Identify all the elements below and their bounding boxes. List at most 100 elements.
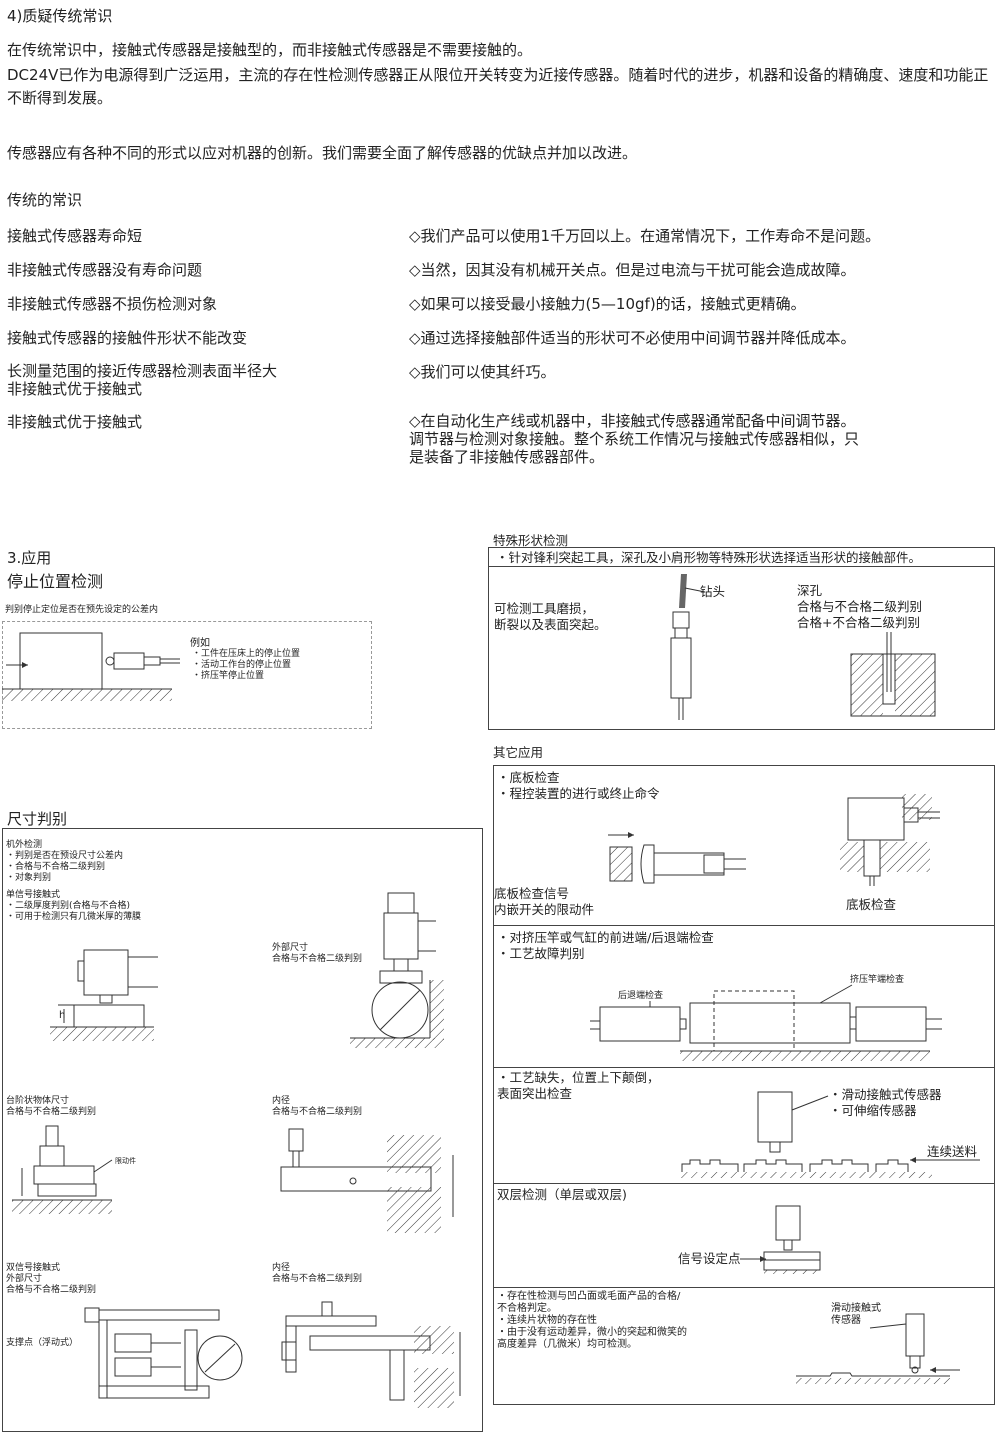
example-item: ・工件在压床上的停止位置: [192, 649, 301, 659]
push-end-label: 挤压竿端检查: [850, 975, 905, 985]
deep-hole-label: 深孔: [797, 583, 823, 598]
size-block2: 单信号接触式: [6, 890, 61, 900]
presence-bullet: ・存在性检测与凹凸面或毛面产品的合格/: [497, 1291, 681, 1302]
other-panel: [493, 765, 995, 1405]
row-left: 非接触式优于接触式: [7, 413, 143, 431]
row-left: 接触式传感器的接触件形状不能改变: [7, 329, 248, 347]
size-block1: 机外检测: [6, 840, 43, 850]
row-right: ◇如果可以接受最小接触力(5—10gf)的话，接触式更精确。: [409, 295, 806, 313]
step-object-diagram: [12, 1122, 122, 1214]
step-label: 台阶状物体尺寸: [6, 1096, 70, 1106]
special-panel: [488, 547, 995, 730]
back-end-label: 后退端检查: [618, 991, 664, 1001]
inner1-label: 内径: [272, 1096, 291, 1106]
inner-diameter-diagram-2: [282, 1296, 472, 1408]
special-bullet: ・针对锋利突起工具，深孔及小肩形物等特殊形状选择适当形状的接触部件。: [496, 550, 922, 565]
row-right: ◇我们可以使其纤巧。: [409, 363, 556, 381]
dual-label: 合格与不合格二级判别: [6, 1285, 97, 1295]
size-block1: ・对象判别: [6, 873, 52, 883]
size-block2: ・可用于检测只有几微米厚的薄膜: [6, 912, 142, 922]
section-3-title: 3.应用: [7, 549, 52, 567]
sliding-sensor-diagram: [796, 1300, 990, 1384]
example-item: ・挤压竿停止位置: [192, 671, 265, 681]
row-left: 长测量范围的接近传感器检测表面半径大 非接触式优于接触式: [7, 362, 278, 398]
row-right: ◇我们产品可以使用1千万回以上。在通常情况下，工作寿命不是问题。: [409, 227, 881, 245]
section-4-title: 4)质疑传统常识: [7, 7, 113, 25]
other-divider: [493, 1183, 995, 1184]
row-right: ◇通过选择接触部件适当的形状可不必使用中间调节器并降低成本。: [409, 329, 856, 347]
special-left-text: 断裂以及表面突起。: [494, 617, 607, 632]
size-block1: ・判别是否在预设尺寸公差内: [6, 851, 124, 861]
size-block1: ・合格与不合格二级判别: [6, 862, 106, 872]
board-check-left-diagram: [600, 832, 760, 895]
sliding-sensor-label: 传感器: [831, 1315, 861, 1326]
special-title: 特殊形状检测: [493, 533, 569, 548]
presence-bullet: ・由于没有运动差异，微小的突起和微笑的: [497, 1327, 687, 1338]
dual-signal-diagram: [85, 1300, 255, 1410]
inner2-label: 合格与不合格二级判别: [272, 1274, 363, 1284]
size-block2: ・二级厚度判别(合格与不合格): [6, 901, 131, 911]
board-check-bullet: ・程控装置的进行或终止命令: [497, 786, 660, 801]
paragraph-3: 传感器应有各种不同的形式以应对机器的创新。我们需要全面了解传感器的优缺点并加以改…: [7, 144, 638, 162]
other-divider: [493, 925, 995, 926]
special-divider: [488, 566, 995, 567]
inner-diameter-diagram-1: [275, 1125, 465, 1233]
paragraph-2: DC24V已作为电源得到广泛运用，主流的存在性检测传感器正从限位开关转变为近接传…: [7, 66, 989, 107]
board-check-right-label: 底板检查: [846, 897, 897, 912]
drill-label: 钻头: [700, 584, 726, 599]
board-check-right-diagram: [840, 794, 960, 890]
double-layer-diagram: [740, 1198, 850, 1274]
subheading-traditional: 传统的常识: [7, 191, 83, 209]
size-judgement-title: 尺寸判别: [7, 810, 68, 828]
other-divider: [493, 1067, 995, 1068]
paragraph-1: 在传统常识中，接触式传感器是接触型的，而非接触式传感器是不需要接触的。: [7, 41, 533, 59]
example-item: ・活动工作台的停止位置: [192, 660, 292, 670]
feed-label: 连续送料: [927, 1144, 978, 1159]
sensor-type-label: ・滑动接触式传感器: [829, 1087, 942, 1102]
board-check-left-label: 内嵌开关的限动件: [494, 902, 595, 917]
row-right: ◇当然，因其没有机械开关点。但是过电流与干扰可能会造成故障。: [409, 261, 856, 279]
limiter-label: 限动件: [115, 1157, 136, 1165]
process-bullet: 表面突出检查: [497, 1086, 573, 1101]
special-left-text: 可检测工具磨损，: [494, 601, 595, 616]
drill-diagram: [655, 574, 725, 722]
stop-position-desc: 判别停止定位是否在预先设定的公差内: [5, 605, 159, 615]
sliding-sensor-label: 滑动接触式: [831, 1303, 881, 1314]
row-right: ◇在自动化生产线或机器中，非接触式传感器通常配备中间调节器。 调节器与检测对象接…: [409, 412, 860, 466]
outer-label: 合格与不合格二级判别: [272, 954, 363, 964]
presence-bullet: 不合格判定。: [497, 1303, 557, 1314]
h-label: h: [59, 1010, 66, 1021]
inner2-label: 内径: [272, 1263, 291, 1273]
double-layer-title: 双层检测（单层或双层): [497, 1187, 627, 1202]
stop-position-panel: [2, 621, 372, 729]
board-check-bullet: ・底板检查: [497, 770, 560, 785]
stop-position-title: 停止位置检测: [7, 572, 104, 591]
row-left: 接触式传感器寿命短: [7, 227, 143, 245]
inner1-label: 合格与不合格二级判别: [272, 1107, 363, 1117]
feed-diagram: [680, 1080, 990, 1178]
thickness-sensor-diagram: [50, 935, 180, 1041]
board-check-left-label: 底板检查信号: [494, 886, 570, 901]
example-title: 例如: [190, 638, 210, 649]
other-title: 其它应用: [493, 745, 544, 760]
size-judgement-panel: [2, 828, 483, 1432]
deep-hole-label: 合格+不合格二级判别: [797, 615, 920, 630]
outer-label: 外部尺寸: [272, 943, 309, 953]
support-label: 支撑点（浮动式）: [6, 1338, 79, 1348]
sensor-type-label: ・可伸缩传感器: [829, 1103, 917, 1118]
push-rod-diagram: [590, 985, 950, 1061]
row-left: 非接触式传感器不损伤检测对象: [7, 295, 218, 313]
dual-label: 双信号接触式: [6, 1263, 61, 1273]
outer-dimension-diagram: [350, 885, 444, 1048]
deep-hole-diagram: [845, 632, 955, 722]
deep-hole-label: 合格与不合格二级判别: [797, 599, 923, 614]
push-rod-bullet: ・工艺故障判别: [497, 946, 585, 961]
process-bullet: ・工艺缺失，位置上下颠倒，: [497, 1070, 660, 1085]
other-divider: [493, 1287, 995, 1288]
stop-position-diagram: [2, 621, 372, 701]
dual-label: 外部尺寸: [6, 1274, 43, 1284]
push-rod-bullet: ・对挤压竿或气缸的前进端/后退端检查: [497, 930, 714, 945]
presence-bullet: ・连续片状物的存在性: [497, 1315, 597, 1326]
presence-bullet: 高度差异（几微米）均可检测。: [497, 1339, 637, 1350]
step-label: 合格与不合格二级判别: [6, 1107, 97, 1117]
